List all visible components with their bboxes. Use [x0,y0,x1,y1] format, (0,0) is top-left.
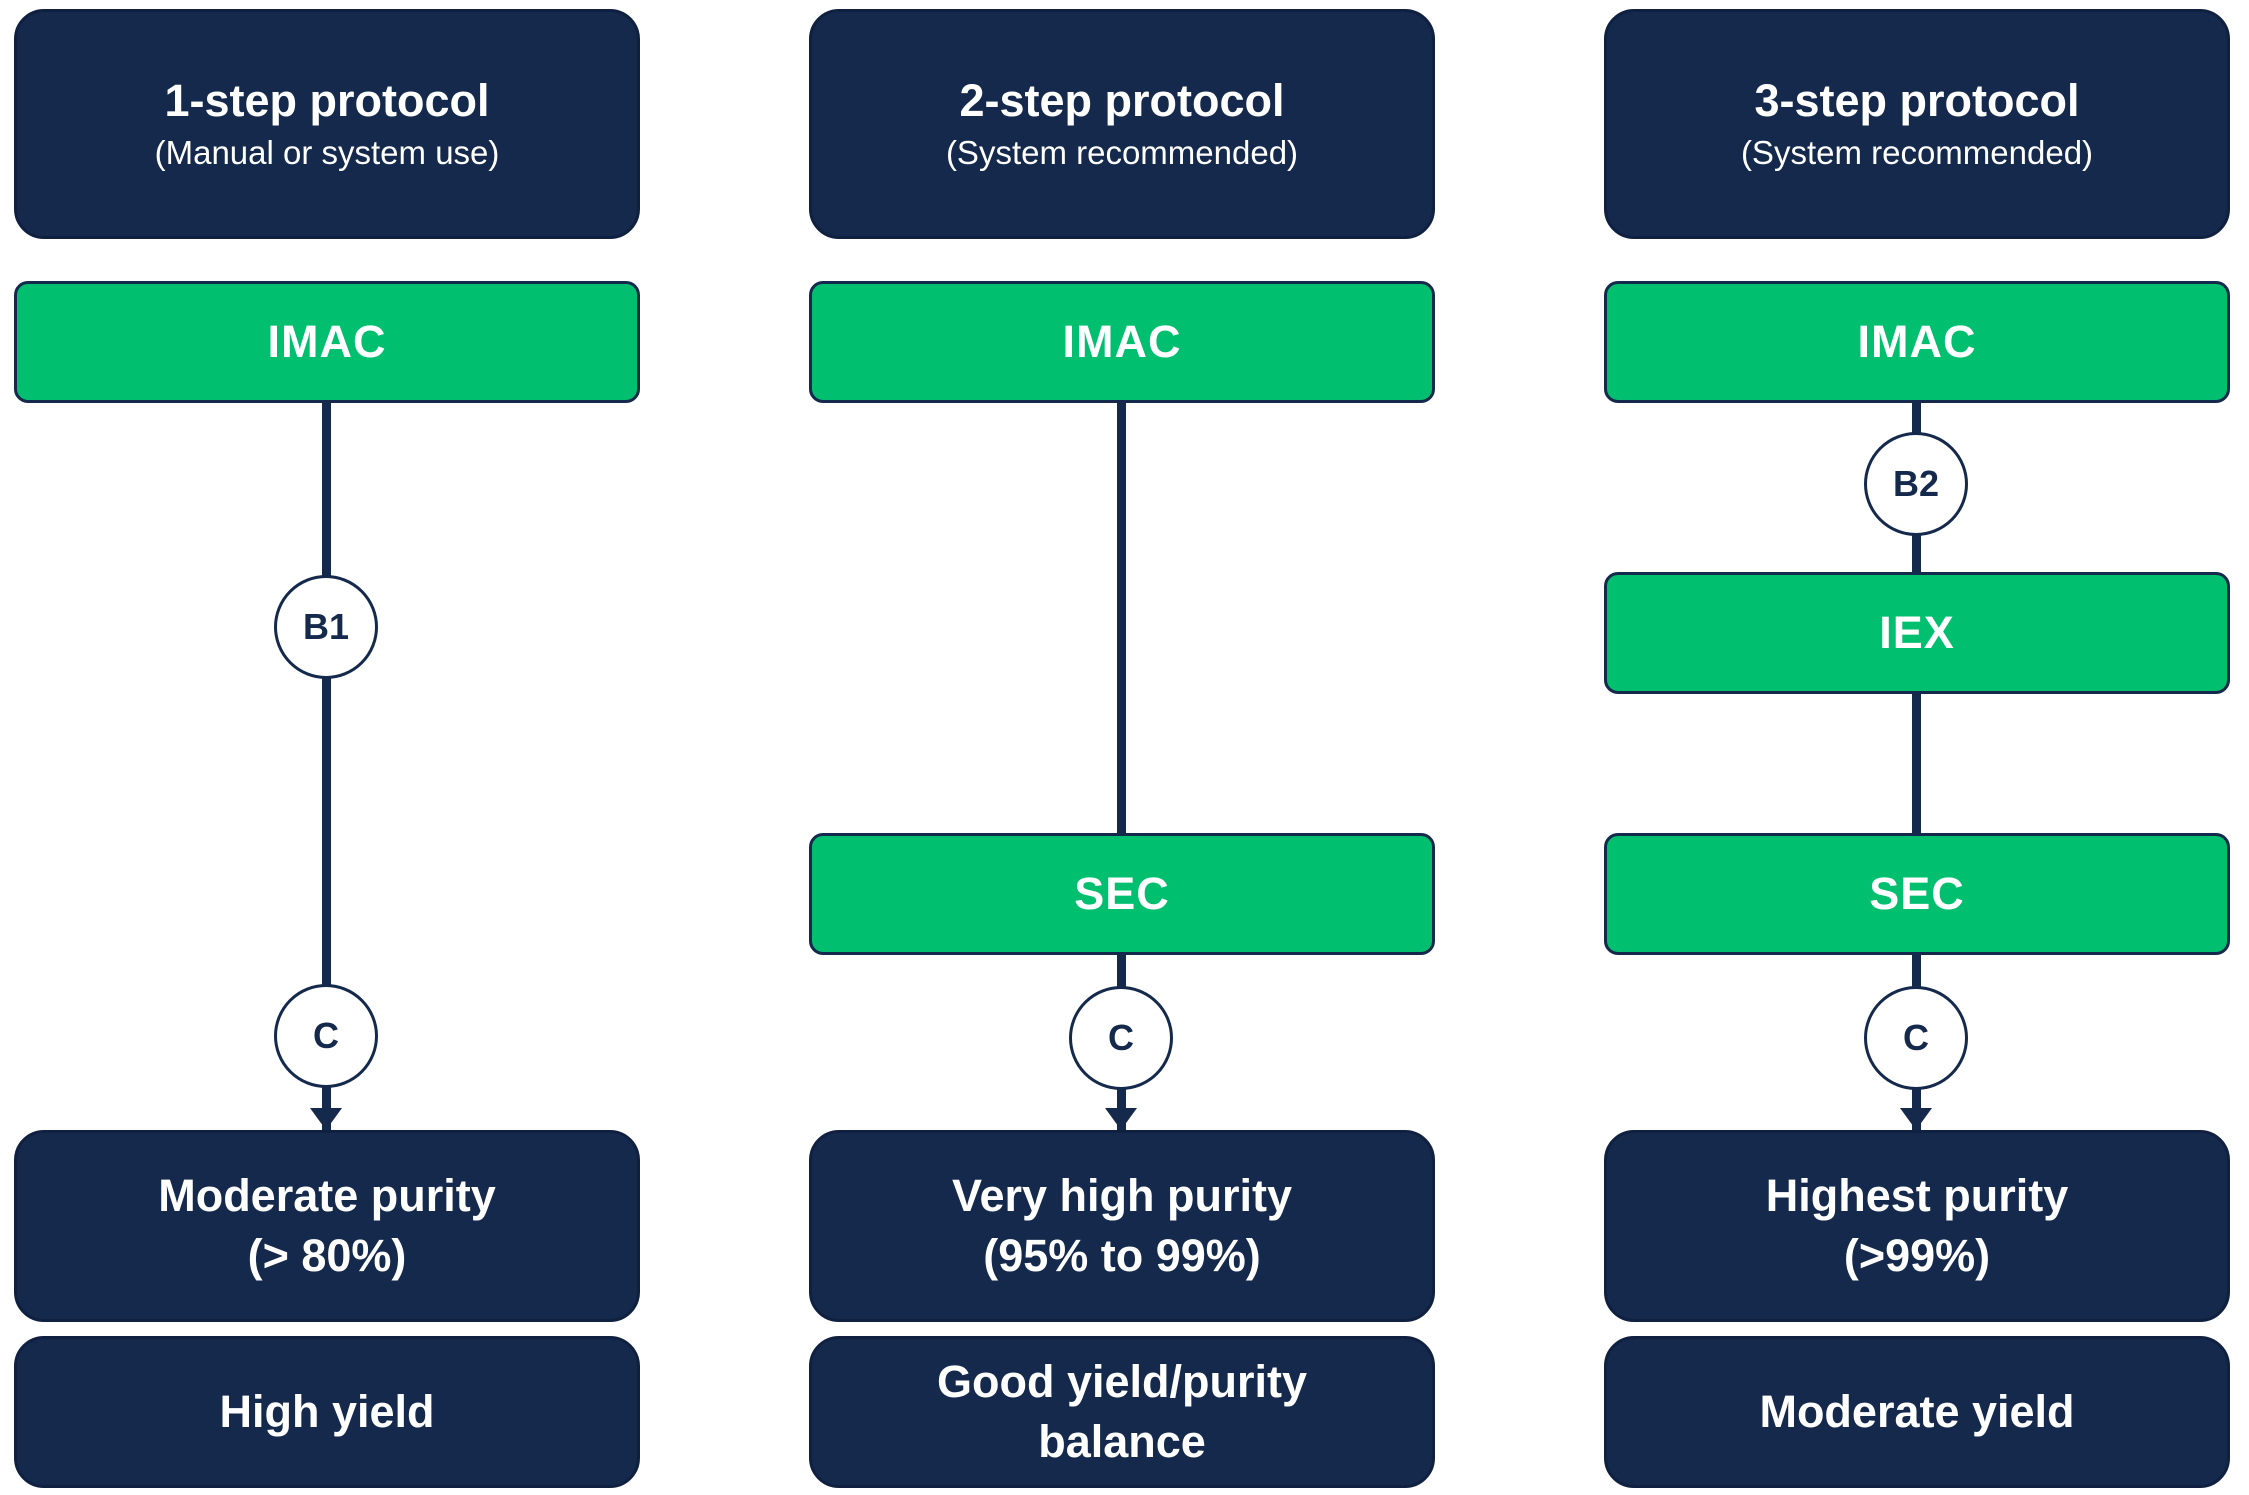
step-imac: IMAC [809,281,1435,403]
protocol-column-3-step: 3-step protocol (System recommended) IMA… [1604,0,2230,1495]
protocol-column-2-step: 2-step protocol (System recommended) IMA… [809,0,1435,1495]
protocol-header: 1-step protocol (Manual or system use) [14,9,640,239]
flow-connector-line [1117,572,1126,833]
protocol-column-1-step: 1-step protocol (Manual or system use) I… [14,0,640,1495]
protocol-header: 3-step protocol (System recommended) [1604,9,2230,239]
yield-label: Good yield/purity [936,1356,1308,1407]
flow-arrow-icon [310,1108,342,1130]
purity-label: Very high purity [951,1170,1293,1221]
protocol-header: 2-step protocol (System recommended) [809,9,1435,239]
purity-label: Highest purity [1765,1170,2069,1221]
node-c: C [1069,986,1173,1090]
step-iex: IEX [1604,572,2230,694]
step-imac: IMAC [1604,281,2230,403]
step-sec: SEC [809,833,1435,955]
protocol-title: 3-step protocol [1754,75,2080,126]
flow-connector-line [1117,403,1126,572]
flow-connector-line [322,403,331,1130]
purity-label: Moderate purity [158,1170,496,1221]
node-b2: B2 [1864,432,1968,536]
yield-label: High yield [219,1386,435,1437]
yield-result: High yield [14,1336,640,1488]
flow-arrow-icon [1105,1108,1137,1130]
yield-result: Moderate yield [1604,1336,2230,1488]
purity-result: Moderate purity (> 80%) [14,1130,640,1322]
protocol-subtitle: (System recommended) [1740,134,2094,171]
node-b1: B1 [274,575,378,679]
purity-result: Very high purity (95% to 99%) [809,1130,1435,1322]
step-imac: IMAC [14,281,640,403]
protocol-title: 1-step protocol [164,75,490,126]
flow-arrow-icon [1900,1108,1932,1130]
purity-range: (>99%) [1843,1230,1991,1281]
node-c: C [1864,986,1968,1090]
protocol-title: 2-step protocol [959,75,1285,126]
yield-result: Good yield/purity balance [809,1336,1435,1488]
purity-range: (> 80%) [247,1230,407,1281]
protocol-subtitle: (System recommended) [945,134,1299,171]
purity-range: (95% to 99%) [983,1230,1261,1281]
step-sec: SEC [1604,833,2230,955]
protocol-subtitle: (Manual or system use) [154,134,500,171]
yield-label: Moderate yield [1759,1386,2075,1437]
flow-connector-line [1912,694,1921,833]
purity-result: Highest purity (>99%) [1604,1130,2230,1322]
yield-label-continued: balance [1038,1416,1206,1467]
node-c: C [274,984,378,1088]
